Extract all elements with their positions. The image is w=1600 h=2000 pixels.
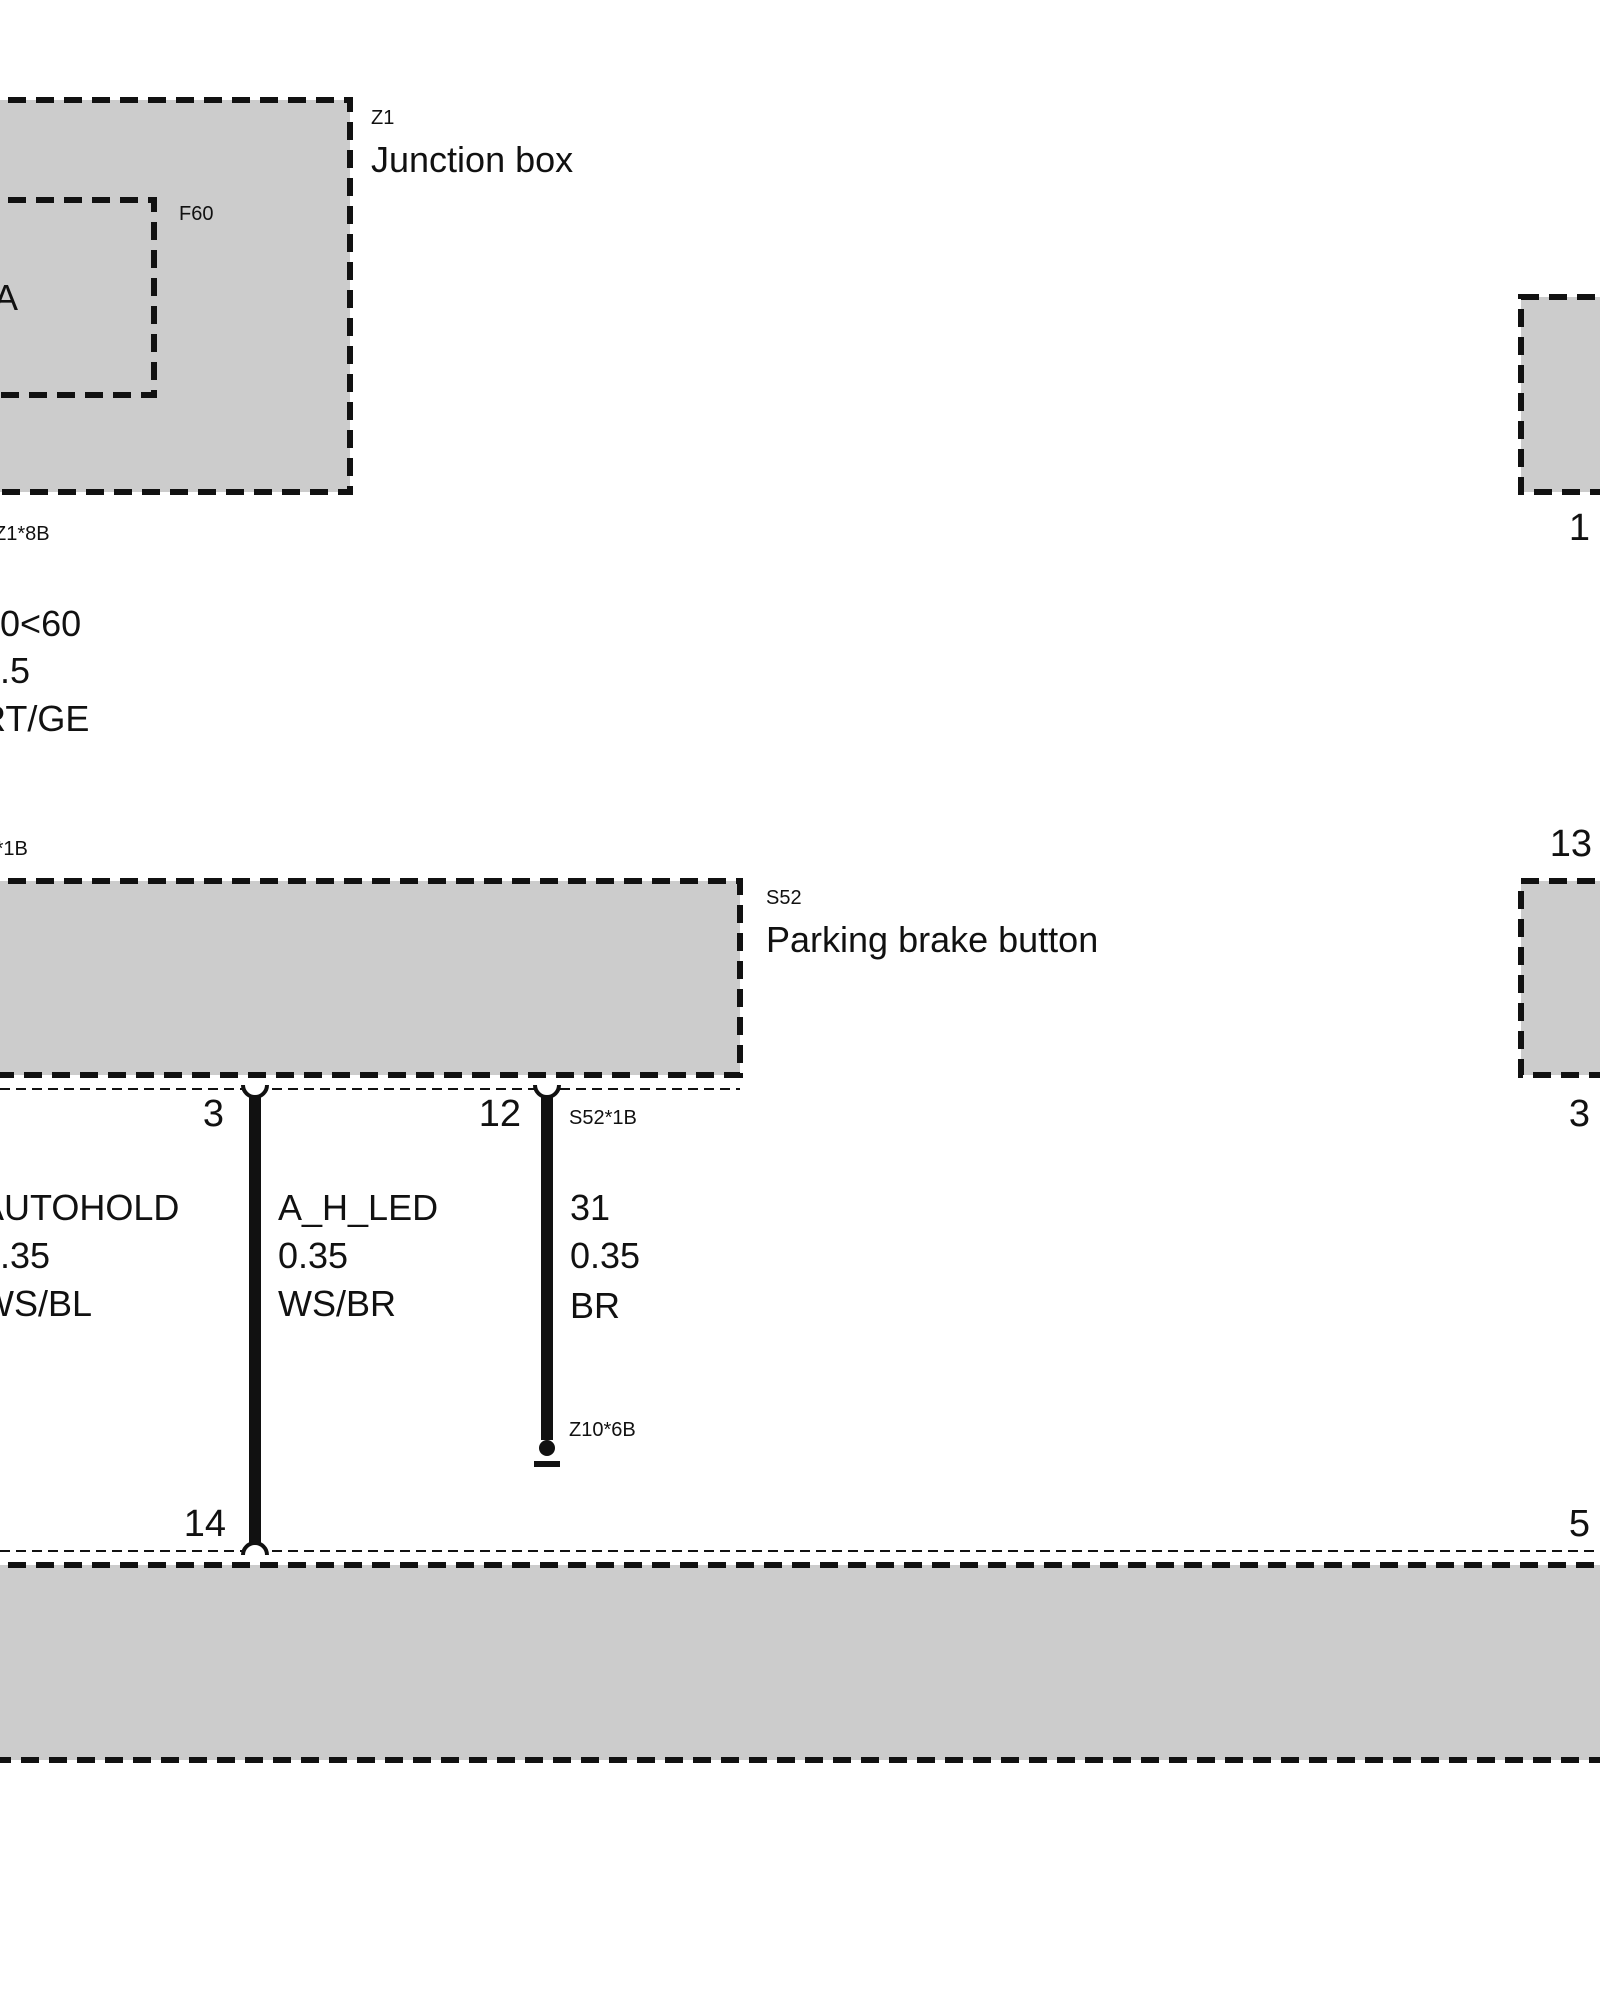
a-h-led-color: WS/BR	[278, 1283, 396, 1324]
fuse-outline	[0, 197, 157, 398]
a-h-led-signal: A_H_LED	[278, 1187, 438, 1228]
pin14-socket	[241, 1541, 269, 1556]
parking-brake-code: S52	[766, 887, 802, 909]
fuse-code: F60	[179, 203, 213, 225]
pin12-socket	[533, 1084, 561, 1099]
right-component-upper: 1	[1518, 294, 1600, 549]
autohold-color: WS/BL	[0, 1283, 92, 1324]
ground-gauge: 0.35	[570, 1235, 640, 1276]
pin3-socket	[241, 1084, 269, 1099]
junction-box-code: Z1	[371, 107, 394, 129]
autohold-gauge: 0.35	[0, 1235, 50, 1276]
bottom-pin14-label: 14	[184, 1503, 226, 1545]
right-component-lower-pin-bottom: 3	[1569, 1093, 1590, 1135]
supply-wire-labels: 30<60 0.5 RT/GE	[0, 603, 89, 739]
parking-brake-name: Parking brake button	[766, 919, 1098, 960]
bottom-module: 14 5	[0, 1503, 1600, 1763]
wire-labels: AUTOHOLD 0.35 WS/BL A_H_LED 0.35 WS/BR 3…	[0, 1187, 640, 1326]
bottom-pin5-label: 5	[1569, 1503, 1590, 1545]
a-h-led-gauge: 0.35	[278, 1235, 348, 1276]
junction-box-connector-ref: Z1*8B	[0, 523, 50, 545]
right-component-lower-outline	[1518, 878, 1600, 1078]
parking-brake-button: S52*1B S52 Parking brake button 3 12 S52…	[0, 838, 1098, 1135]
supply-wire-color: RT/GE	[0, 698, 89, 739]
supply-wire-gauge: 0.5	[0, 650, 30, 691]
ground-dot	[539, 1440, 555, 1456]
right-component-lower: 13 3	[1518, 823, 1600, 1135]
parking-brake-connector-ref-pin12: S52*1B	[569, 1107, 637, 1129]
fuse-f60: F60 5A	[0, 197, 213, 398]
ground-color: BR	[570, 1285, 620, 1326]
parking-brake-outline	[0, 878, 743, 1078]
junction-box: Z1 Junction box F60 5A Z1*8B	[0, 97, 573, 545]
pin12-label: 12	[479, 1093, 521, 1135]
pin3-label: 3	[203, 1093, 224, 1135]
right-component-lower-pin-top: 13	[1550, 823, 1592, 865]
right-component-upper-outline	[1518, 294, 1600, 495]
supply-wire-terminal: 30<60	[0, 603, 81, 644]
ground-point: Z10*6B	[534, 1419, 636, 1467]
bottom-module-outline	[0, 1562, 1600, 1763]
parking-brake-connector-ref-top: S52*1B	[0, 838, 28, 860]
autohold-signal: AUTOHOLD	[0, 1187, 179, 1228]
ground-signal: 31	[570, 1187, 610, 1228]
fuse-rating: 5A	[0, 277, 18, 318]
junction-box-name: Junction box	[371, 139, 573, 180]
right-component-upper-pin: 1	[1569, 507, 1590, 549]
ground-point-ref: Z10*6B	[569, 1419, 636, 1441]
